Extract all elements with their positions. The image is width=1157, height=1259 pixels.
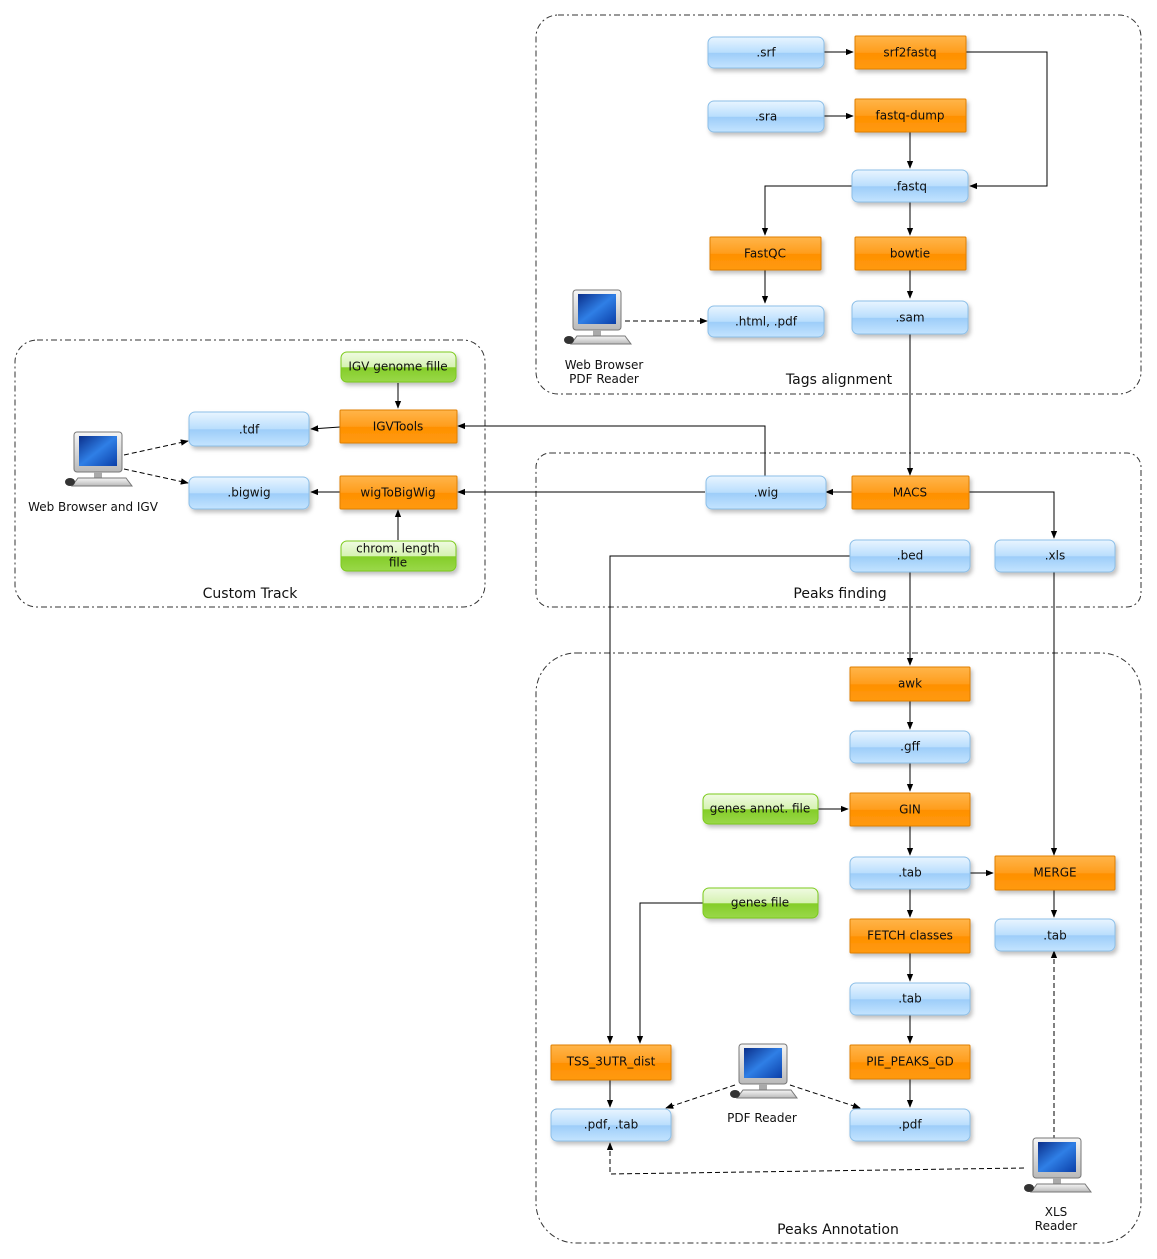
node-gin: GIN [849,792,971,827]
node-igvtools-label: IGVTools [373,420,424,434]
node-fastq-dump: fastq-dump [854,98,967,133]
node-merge: MERGE [994,855,1116,891]
node-awk-label: awk [898,677,922,691]
node-igv-genome-file: IGV genome fille [340,351,457,383]
node-wig: .wig [705,475,827,510]
tags-alignment-box [535,14,1142,395]
node-bigwig-label: .bigwig [227,486,270,500]
node-bed-label: .bed [897,549,923,563]
node-fastq-dump-label: fastq-dump [875,109,944,123]
caption-xls-reader: Reader [1035,1219,1078,1233]
node-gin-label: GIN [899,803,921,817]
node-genes-file: genes file [702,887,819,919]
node-xls-label: .xls [1045,549,1066,563]
node-bowtie-label: bowtie [890,247,930,261]
node-srf2fastq: srf2fastq [854,35,967,70]
node-fastqc: FastQC [709,236,822,271]
node-tab-2: .tab [849,982,971,1016]
node-html-pdf-label: .html, .pdf [735,315,798,329]
node-srf2fastq-label: srf2fastq [883,46,936,60]
node-bed: .bed [849,539,971,573]
node-srf-label: .srf [756,46,776,60]
connectors [123,48,1058,1175]
node-tab-merge: .tab [994,918,1116,952]
node-pdf-tab-label: .pdf, .tab [584,1118,638,1132]
node-wigtobigwig-label: wigToBigWig [360,486,435,500]
node-genes-annot-file: genes annot. file [702,793,819,825]
group-boxes [14,14,1142,1244]
caption-web-browser-igv: Web Browser and IGV [28,500,159,514]
node-genes-file-label: genes file [731,896,789,910]
custom-track-box [14,339,486,608]
caption-web-browser: Web Browser [565,358,644,372]
custom-track-label: Custom Track [203,586,299,602]
node-fetch-classes: FETCH classes [849,918,971,954]
computer-icon-pdf-reader [730,1043,798,1099]
node-tdf-label: .tdf [239,423,260,437]
caption-pdf-reader-1: PDF Reader [569,372,639,386]
caption-xls: XLS [1045,1205,1068,1219]
node-sam-label: .sam [895,311,924,325]
node-igv-genome-file-label: IGV genome fille [348,360,447,374]
node-fastq: .fastq [851,169,969,203]
node-chrom-length-file: chrom. length file [340,540,457,572]
node-tab-1-label: .tab [898,866,922,880]
node-igvtools: IGVTools [339,409,458,444]
node-chrom-length-label-2: file [389,556,407,570]
node-gff-label: .gff [900,740,920,754]
peaks-finding-label: Peaks finding [793,586,886,602]
node-tab-merge-label: .tab [1043,929,1067,943]
node-chrom-length-label-1: chrom. length [356,542,440,556]
peaks-annotation-box [535,652,1142,1244]
node-pdf: .pdf [849,1108,971,1142]
caption-pdf-reader-2: PDF Reader [727,1111,797,1125]
node-wig-label: .wig [754,486,779,500]
computer-icon-web-igv [65,431,133,487]
node-bigwig: .bigwig [188,476,310,510]
node-bowtie: bowtie [854,236,967,271]
node-macs-label: MACS [893,486,927,500]
peaks-finding-box [535,452,1142,608]
tags-alignment-label: Tags alignment [785,372,893,388]
nodes: .srf srf2fastq .sra fastq-dump .fastq Fa… [188,35,1116,1142]
node-fastqc-label: FastQC [744,247,786,261]
computer-icon-xls-reader [1024,1137,1092,1193]
node-merge-label: MERGE [1033,866,1076,880]
node-pdf-tab: .pdf, .tab [550,1108,672,1142]
node-pdf-label: .pdf [898,1118,922,1132]
node-sam: .sam [851,300,969,335]
node-wigtobigwig: wigToBigWig [339,475,458,510]
node-tab-1: .tab [849,856,971,890]
node-tdf: .tdf [188,411,310,447]
node-genes-annot-file-label: genes annot. file [710,802,811,816]
node-tss-3utr-dist: TSS_3UTR_dist [550,1044,672,1081]
node-sra-label: .sra [755,110,777,124]
node-html-pdf: .html, .pdf [707,305,825,338]
node-fetch-classes-label: FETCH classes [867,929,953,943]
node-fastq-label: .fastq [893,180,927,194]
node-tab-2-label: .tab [898,992,922,1006]
node-gff: .gff [849,730,971,764]
node-srf: .srf [707,36,825,69]
node-tss-3utr-dist-label: TSS_3UTR_dist [566,1055,656,1069]
node-sra: .sra [707,100,825,133]
node-macs: MACS [851,475,970,510]
node-pie-peaks-gd: PIE_PEAKS_GD [849,1044,971,1080]
node-xls: .xls [994,539,1116,573]
peaks-annotation-label: Peaks Annotation [777,1222,899,1238]
computer-icon-web-pdf [564,289,632,345]
node-pie-peaks-gd-label: PIE_PEAKS_GD [866,1055,953,1069]
node-awk: awk [849,666,971,702]
